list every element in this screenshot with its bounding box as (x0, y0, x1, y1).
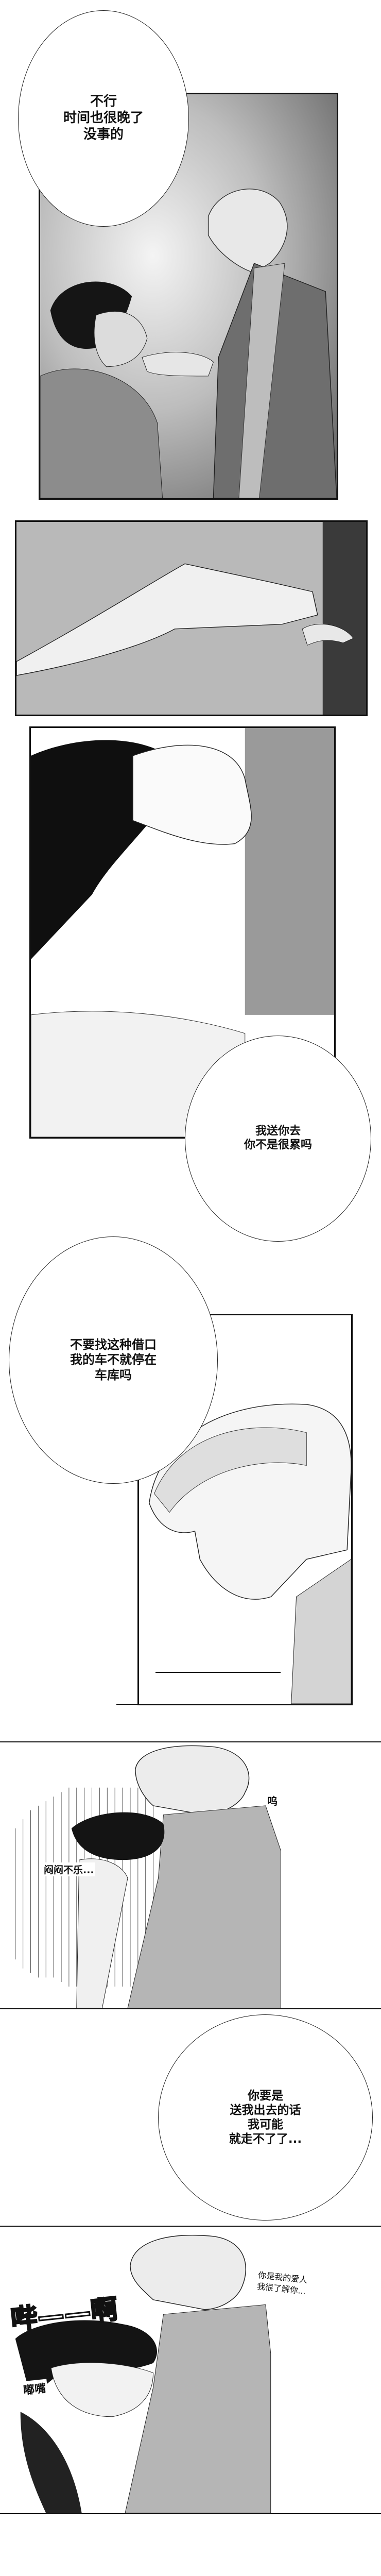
section-5: 呜 闷闷不乐... (0, 1741, 381, 2009)
panel-4-art (148, 1403, 351, 1704)
panel-5-art (15, 1745, 282, 2008)
panel-2 (15, 520, 368, 716)
section-7: 哔——啊 嘟嘴 你是我的爱人 我很了解你... (0, 2226, 381, 2524)
panel-1-art (40, 189, 337, 498)
dark-hair-man-body (40, 368, 163, 498)
speech-bubble-1: 不行 时间也很晚了 没事的 (18, 10, 189, 227)
sfx-mood: 闷闷不乐... (43, 1862, 95, 1876)
blond-man-head (135, 1745, 250, 1816)
hair-fringe (154, 1427, 307, 1513)
curly-hair (71, 1812, 165, 1860)
speech-text-6: 你要是 送我出去的话 我可能 就走不了了... (229, 2089, 302, 2146)
grabbing-fingers (302, 623, 354, 646)
panel-2-art (16, 522, 366, 715)
blond-man-head (130, 2234, 246, 2310)
panel-3-art (31, 728, 334, 1137)
dark-shadow (20, 2412, 82, 2513)
speech-bubble-4: 不要找这种借口 我的车不就停在 车库吗 (9, 1236, 218, 1484)
panel-7-art (15, 2234, 271, 2513)
curly-hair (15, 2320, 158, 2397)
reaching-hand (16, 563, 318, 676)
panel-4-inner-line (155, 1672, 281, 1673)
sfx-sigh: 呜 (267, 1795, 278, 1807)
speech-text-3: 我送你去 你不是很累吗 (244, 1125, 312, 1151)
coat (291, 1558, 351, 1704)
speech-bubble-6: 你要是 送我出去的话 我可能 就走不了了... (158, 2014, 373, 2221)
speech-text-1: 不行 时间也很晚了 没事的 (63, 94, 144, 142)
section-3: 我送你去 你不是很累吗 不要找这种借口 我的车不就停在 车库吗 (0, 726, 381, 1710)
curly-man-shoulder (76, 1858, 128, 2008)
scarf (238, 263, 285, 498)
blond-man-coat (127, 1805, 282, 2008)
pouting-face (50, 2362, 154, 2417)
speech-bubble-3: 我送你去 你不是很累吗 (185, 1036, 371, 1242)
section-6: 你要是 送我出去的话 我可能 就走不了了... (0, 2009, 381, 2226)
panel-7 (0, 2226, 381, 2514)
hand-on-chin (142, 352, 214, 377)
blond-man-coat (125, 2304, 271, 2513)
dark-hair-man-face (94, 311, 148, 367)
section-2 (0, 520, 381, 726)
blond-man-head (207, 189, 288, 274)
sfx-pout: 嘟嘴 (21, 2379, 48, 2398)
section-1: 不行 时间也很晚了 没事的 (0, 0, 381, 505)
speech-text-4: 不要找这种借口 我的车不就停在 车库吗 (70, 1337, 157, 1382)
panel-1 (39, 93, 338, 500)
dark-coat-fabric (322, 522, 366, 715)
panel-4-bottom-extension (116, 1704, 147, 1705)
tilted-face (132, 744, 252, 845)
coat-background (245, 728, 334, 1015)
